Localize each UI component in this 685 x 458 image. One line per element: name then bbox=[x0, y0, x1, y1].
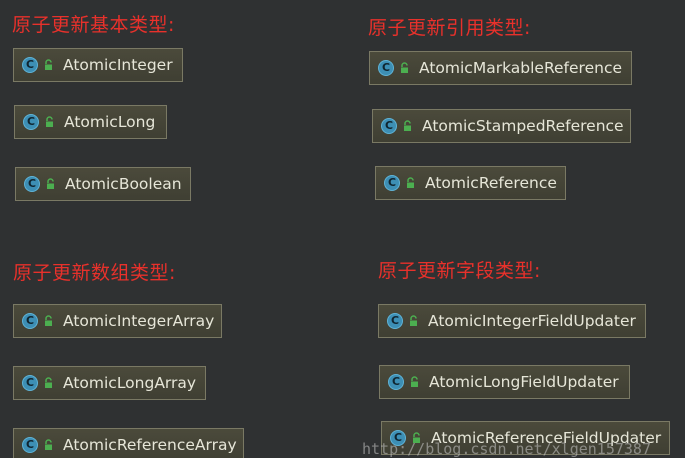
watermark-url: http://blog.csdn.net/xlgen157387 bbox=[362, 440, 651, 458]
class-name: AtomicLongArray bbox=[63, 374, 197, 392]
heading-basic-types: 原子更新基本类型: bbox=[12, 14, 175, 36]
class-icon: C bbox=[387, 313, 403, 329]
class-icon: C bbox=[388, 374, 404, 390]
class-icon: C bbox=[381, 118, 397, 134]
class-icon: C bbox=[22, 313, 38, 329]
class-box-atomic-boolean[interactable]: C AtomicBoolean bbox=[15, 167, 191, 201]
heading-reference-types: 原子更新引用类型: bbox=[368, 17, 531, 39]
unlocked-lock-icon bbox=[46, 116, 53, 127]
unlocked-lock-icon bbox=[45, 315, 52, 326]
class-box-atomic-long[interactable]: C AtomicLong bbox=[14, 105, 167, 139]
class-icon: C bbox=[390, 430, 406, 446]
unlocked-lock-icon bbox=[404, 120, 411, 131]
unlocked-lock-icon bbox=[411, 376, 418, 387]
class-box-atomic-reference-field-updater[interactable]: C AtomicReferenceFieldUpdater bbox=[381, 421, 670, 455]
class-icon: C bbox=[24, 176, 40, 192]
class-name: AtomicReferenceArray bbox=[63, 436, 237, 454]
unlocked-lock-icon bbox=[410, 315, 417, 326]
unlocked-lock-icon bbox=[45, 59, 52, 70]
class-name: AtomicReference bbox=[425, 174, 557, 192]
class-box-atomic-integer[interactable]: C AtomicInteger bbox=[13, 48, 183, 82]
class-icon: C bbox=[384, 175, 400, 191]
class-name: AtomicLongFieldUpdater bbox=[429, 373, 619, 391]
heading-array-types: 原子更新数组类型: bbox=[13, 262, 176, 284]
unlocked-lock-icon bbox=[407, 177, 414, 188]
class-name: AtomicStampedReference bbox=[422, 117, 624, 135]
class-icon: C bbox=[22, 437, 38, 453]
unlocked-lock-icon bbox=[45, 377, 52, 388]
class-icon: C bbox=[22, 375, 38, 391]
class-name: AtomicLong bbox=[64, 113, 156, 131]
class-box-atomic-reference-array[interactable]: C AtomicReferenceArray bbox=[13, 428, 244, 458]
unlocked-lock-icon bbox=[413, 432, 420, 443]
class-name: AtomicIntegerArray bbox=[63, 312, 215, 330]
class-name: AtomicBoolean bbox=[65, 175, 182, 193]
class-icon: C bbox=[23, 114, 39, 130]
class-box-atomic-integer-array[interactable]: C AtomicIntegerArray bbox=[13, 304, 222, 338]
unlocked-lock-icon bbox=[401, 62, 408, 73]
class-name: AtomicMarkableReference bbox=[419, 59, 622, 77]
class-box-atomic-long-array[interactable]: C AtomicLongArray bbox=[13, 366, 206, 400]
class-icon: C bbox=[378, 60, 394, 76]
class-name: AtomicIntegerFieldUpdater bbox=[428, 312, 636, 330]
class-name: AtomicInteger bbox=[63, 56, 173, 74]
class-box-atomic-reference[interactable]: C AtomicReference bbox=[375, 166, 566, 200]
class-box-atomic-long-field-updater[interactable]: C AtomicLongFieldUpdater bbox=[379, 365, 630, 399]
class-icon: C bbox=[22, 57, 38, 73]
heading-field-types: 原子更新字段类型: bbox=[378, 260, 541, 282]
unlocked-lock-icon bbox=[47, 178, 54, 189]
class-box-atomic-markable-reference[interactable]: C AtomicMarkableReference bbox=[369, 51, 632, 85]
unlocked-lock-icon bbox=[45, 439, 52, 450]
class-box-atomic-stamped-reference[interactable]: C AtomicStampedReference bbox=[372, 109, 631, 143]
class-name: AtomicReferenceFieldUpdater bbox=[431, 429, 662, 447]
class-box-atomic-integer-field-updater[interactable]: C AtomicIntegerFieldUpdater bbox=[378, 304, 646, 338]
